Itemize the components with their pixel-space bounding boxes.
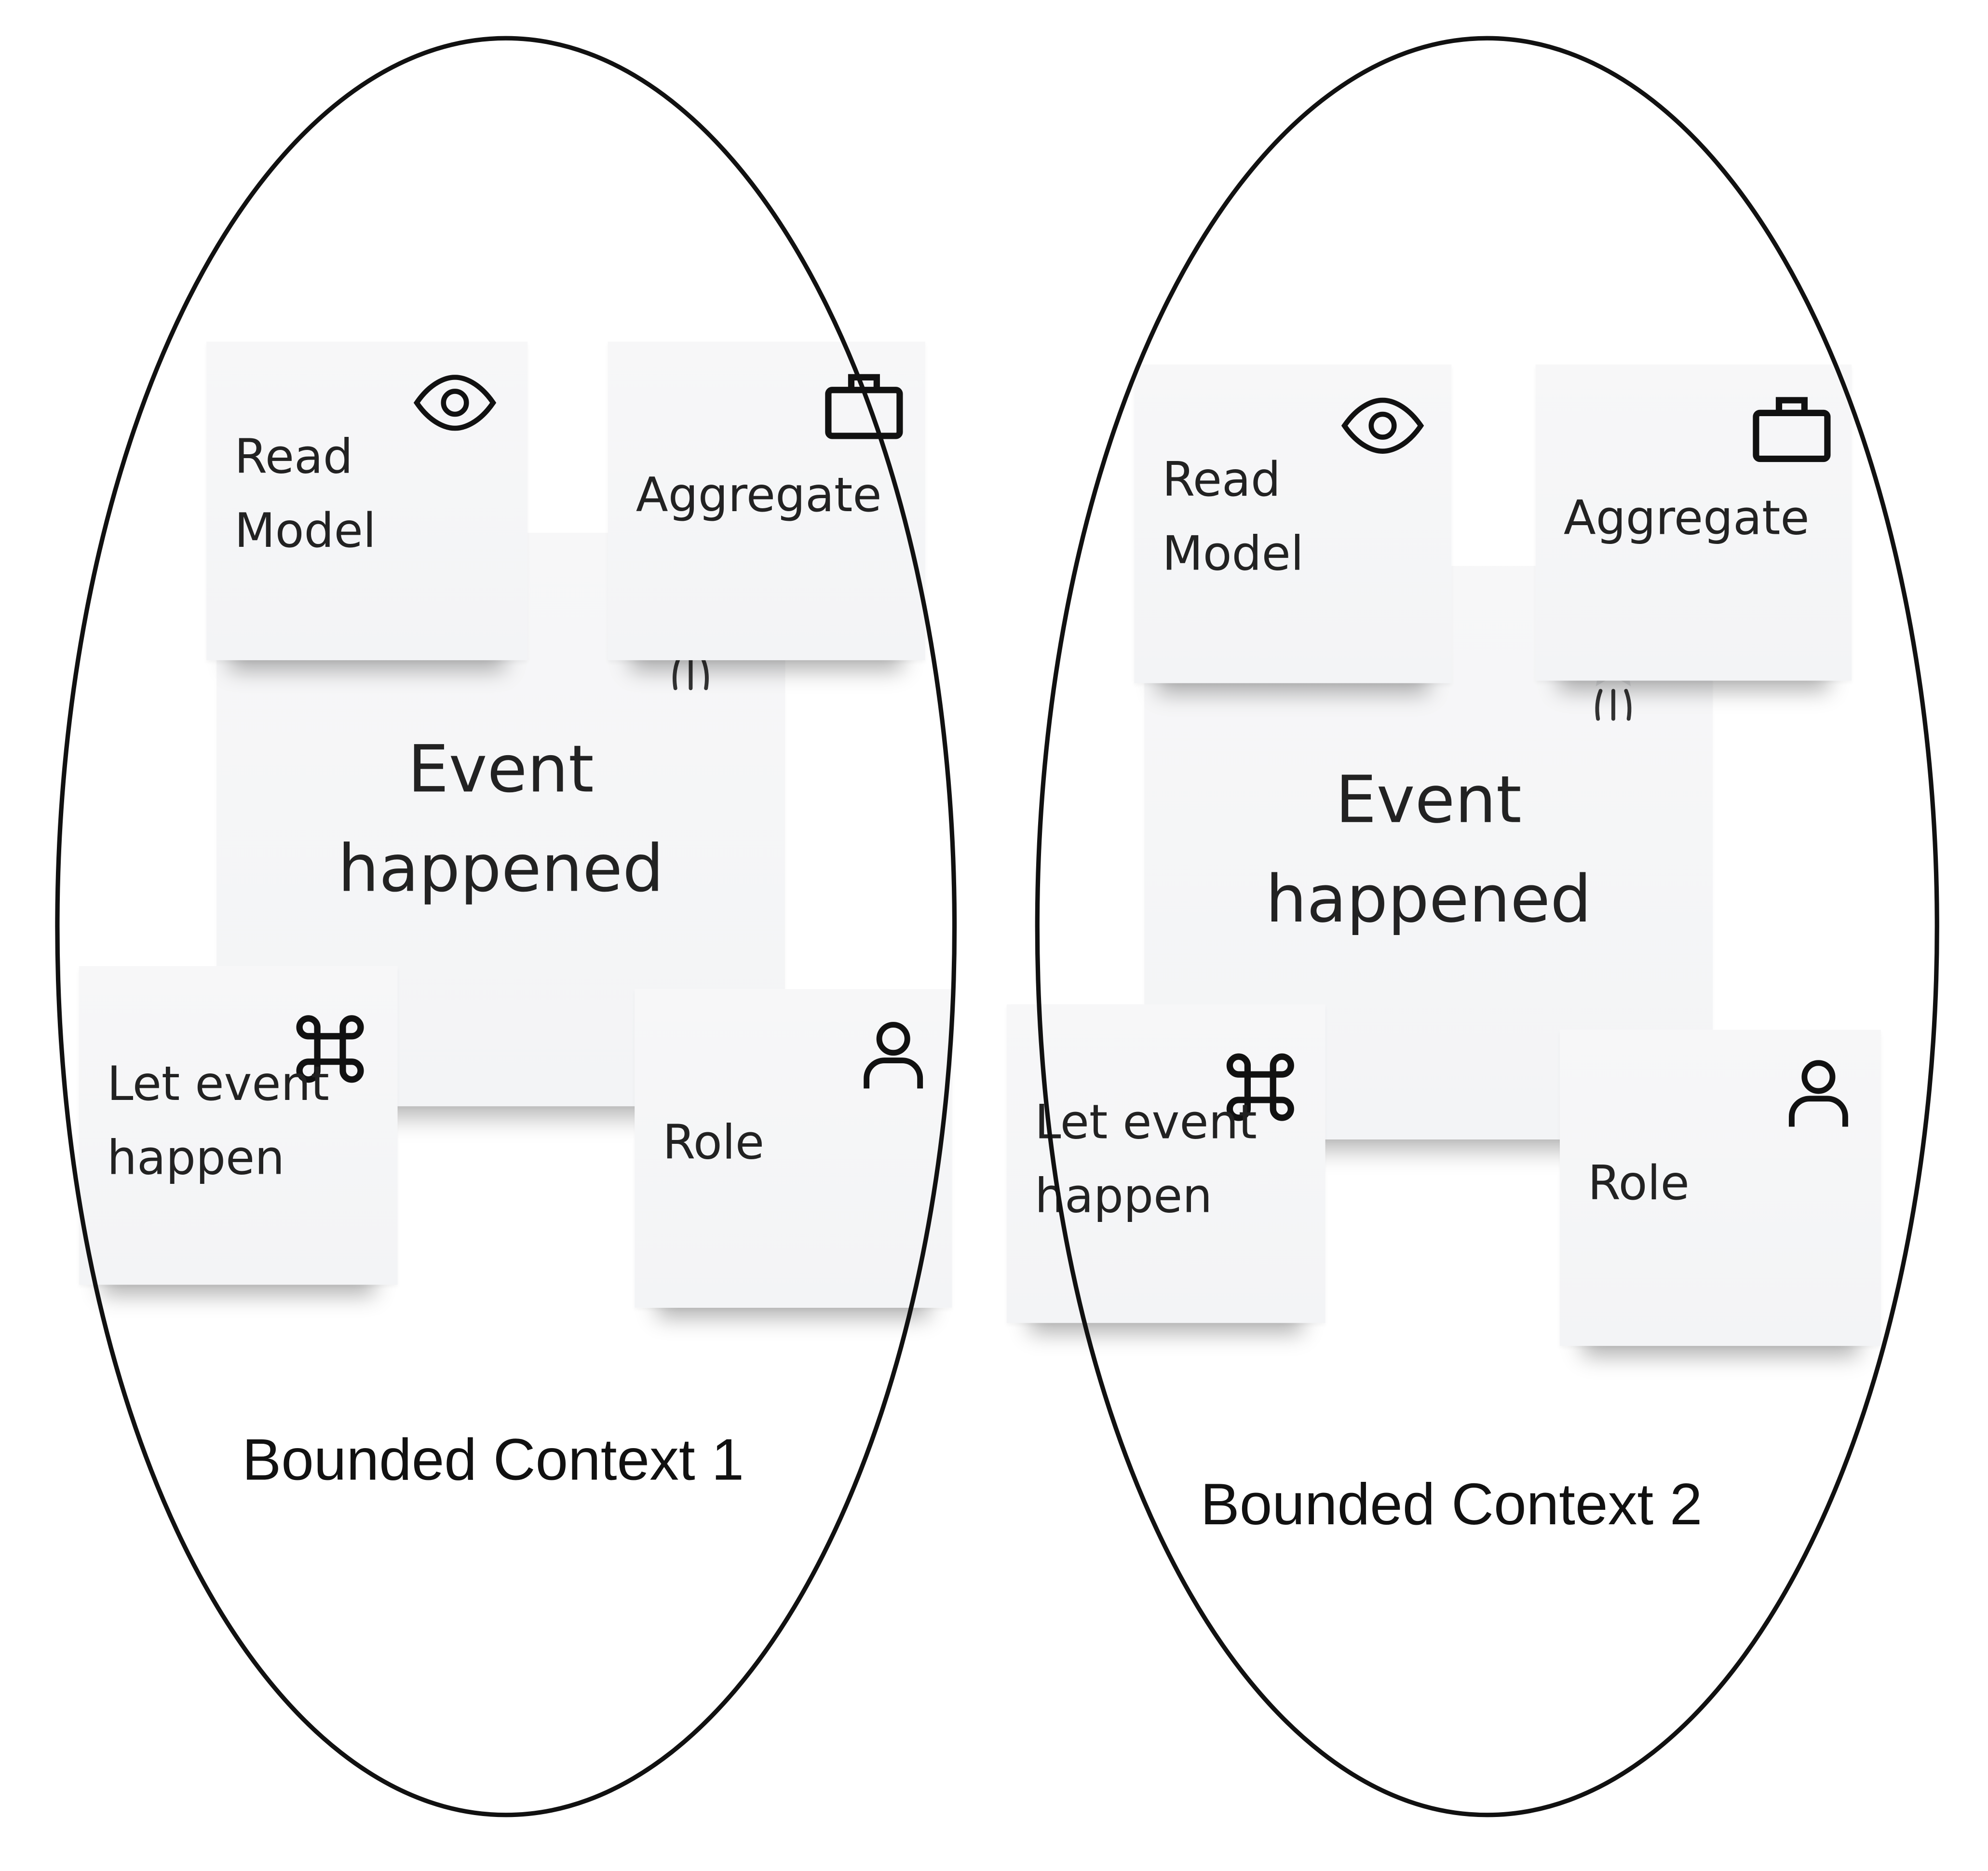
command-label-1: Let event happen — [107, 1057, 329, 1186]
command-sticky-2[interactable]: Let event happen — [1006, 1004, 1325, 1323]
read-model-label-1: Read Model — [234, 429, 376, 558]
aggregate-sticky-1[interactable]: Aggregate — [608, 341, 925, 661]
role-label-2: Role — [1588, 1156, 1690, 1211]
read-model-label-2: Read Model — [1162, 452, 1304, 582]
eye-icon — [1340, 397, 1424, 459]
person-icon — [862, 1019, 925, 1096]
role-sticky-2[interactable]: Role — [1559, 1030, 1881, 1346]
aggregate-label-1: Aggregate — [636, 468, 882, 523]
command-sticky-1[interactable]: Let event happen — [79, 966, 398, 1285]
bounded-context-1-title: Bounded Context 1 — [242, 1426, 744, 1493]
read-model-sticky-1[interactable]: Read Model — [206, 341, 528, 661]
read-model-sticky-2[interactable]: Read Model — [1134, 364, 1452, 683]
event-label-2: Event happened — [1265, 763, 1592, 938]
event-label-1: Event happened — [338, 732, 664, 908]
bounded-context-2-title: Bounded Context 2 — [1200, 1471, 1703, 1537]
aggregate-label-2: Aggregate — [1563, 490, 1810, 546]
role-sticky-1[interactable]: Role — [635, 989, 952, 1308]
aggregate-sticky-2[interactable]: Aggregate — [1535, 364, 1852, 681]
eye-icon — [413, 375, 497, 436]
person-icon — [1786, 1058, 1850, 1135]
role-label-1: Role — [663, 1115, 765, 1170]
command-label-2: Let event happen — [1035, 1095, 1257, 1224]
briefcase-icon — [825, 369, 904, 446]
briefcase-icon — [1752, 393, 1831, 469]
